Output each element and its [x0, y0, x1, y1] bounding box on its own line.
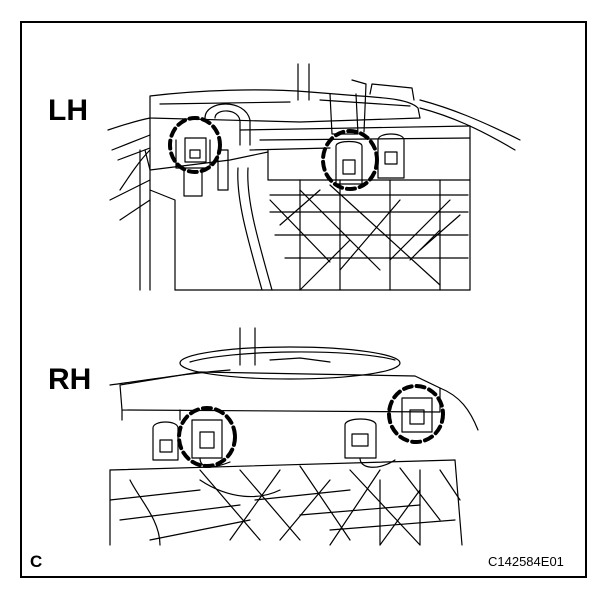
rh-console-body	[109, 327, 479, 546]
rh-highlight-circle-right	[387, 384, 445, 444]
lh-highlight-circle-right	[321, 129, 379, 191]
figure-code: C142584E01	[488, 554, 564, 569]
lh-label: LH	[48, 94, 88, 127]
lh-console-body	[107, 63, 521, 291]
lh-highlight-circle-left	[168, 116, 222, 174]
lh-view	[107, 63, 521, 291]
rh-highlight-circle-left	[177, 406, 237, 468]
corner-letter: C	[30, 552, 43, 571]
rh-view	[109, 327, 479, 546]
rh-connector-left-outer	[152, 421, 179, 461]
rh-label: RH	[48, 363, 92, 396]
figure-frame	[20, 21, 587, 578]
